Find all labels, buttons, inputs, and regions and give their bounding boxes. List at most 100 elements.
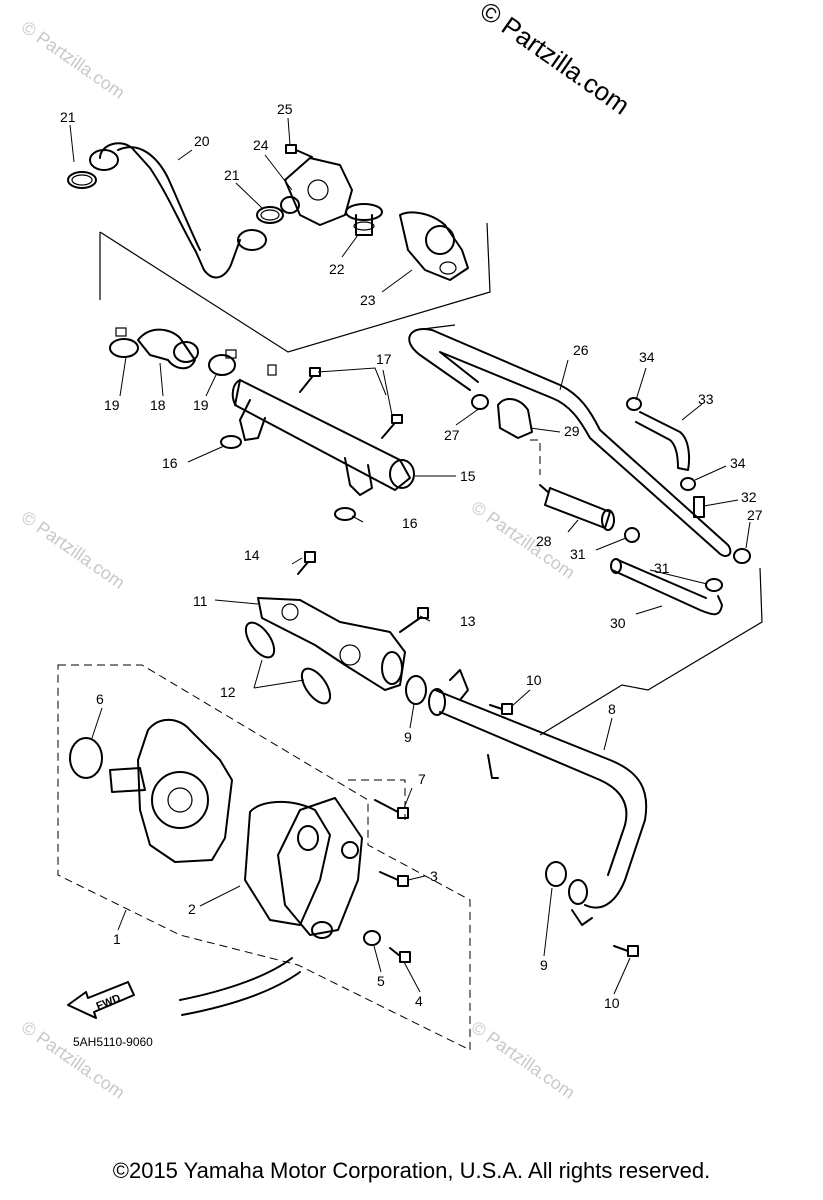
hose-clamp-19-right: [208, 349, 237, 376]
callout-27: 27: [747, 507, 763, 523]
callout-9: 9: [540, 957, 548, 973]
callout-30: 30: [610, 615, 626, 631]
o-ring-12-upper: [244, 621, 276, 659]
o-ring-16-upper: [220, 435, 242, 449]
callout-18: 18: [150, 397, 166, 413]
bolt-10-upper: [489, 703, 513, 715]
thermostat-22: [345, 203, 383, 236]
hose-18: [137, 328, 199, 370]
fwd-label: FWD: [95, 992, 123, 1013]
callout-17: 17: [376, 351, 392, 367]
bolt-17-upper: [299, 367, 321, 393]
bolt-17-lower: [381, 414, 403, 439]
callout-13: 13: [460, 613, 476, 629]
callout-7: 7: [418, 771, 426, 787]
callout-11: 11: [193, 593, 208, 609]
callout-3: 3: [430, 868, 438, 884]
callout-29: 29: [564, 423, 580, 439]
watermark: © Partzilla.com: [18, 17, 129, 103]
callout-6: 6: [96, 691, 104, 707]
callout-14: 14: [244, 547, 260, 563]
washer-5: [363, 930, 381, 946]
group-outlines: [57, 222, 763, 1051]
callout-23: 23: [360, 292, 376, 308]
callout-26: 26: [573, 342, 589, 358]
callout-12: 12: [220, 684, 236, 700]
bracket-29: [497, 398, 533, 439]
callouts: 21 20 21 24 25 22 23 19 18 19 17 16 15 1…: [60, 101, 763, 1011]
water-pump-housing: [109, 718, 233, 863]
hose-bottom: [179, 957, 301, 1016]
gasket-2: [244, 800, 331, 926]
leader-lines: [69, 117, 751, 995]
bolt-10-lower: [613, 945, 639, 957]
callout-34: 34: [639, 349, 655, 365]
hose-clamp-19-left: [109, 327, 139, 358]
callout-5: 5: [377, 973, 385, 989]
hose-33: [635, 411, 690, 471]
copyright-notice: ©2015 Yamaha Motor Corporation, U.S.A. A…: [112, 1158, 711, 1183]
callout-16: 16: [402, 515, 418, 531]
callout-21: 21: [224, 167, 240, 183]
callout-20: 20: [194, 133, 210, 149]
thermostat-group-outline: [99, 222, 491, 353]
callout-16: 16: [162, 455, 178, 471]
watermark: © Partzilla.com: [18, 507, 129, 593]
o-ring-9-upper: [405, 675, 427, 705]
clamp-31-lower: [705, 578, 723, 592]
diagram-code: 5AH5110-9060: [73, 1035, 153, 1049]
thermostat-cover-24: [280, 157, 353, 226]
o-ring-16-lower: [334, 507, 356, 521]
callout-9: 9: [404, 729, 412, 745]
callout-31: 31: [570, 546, 586, 562]
water-pump-group-outline: [57, 664, 471, 1051]
upper-hose-20: [89, 142, 267, 279]
watermark: © Partzilla.com: [18, 1017, 129, 1103]
hose-clamp-21-left: [67, 171, 97, 189]
callout-2: 2: [188, 901, 196, 917]
callout-22: 22: [329, 261, 345, 277]
watermark: © Partzilla.com: [468, 1017, 579, 1103]
callout-19: 19: [104, 397, 120, 413]
callout-27: 27: [444, 427, 460, 443]
callout-10: 10: [526, 672, 542, 688]
callout-25: 25: [277, 101, 293, 117]
callout-1: 1: [113, 931, 121, 947]
clamp-27-left: [471, 394, 489, 410]
callout-31: 31: [654, 560, 670, 576]
return-pipe-outline: [539, 567, 763, 736]
hose-clamp-21-right: [256, 206, 284, 224]
callout-19: 19: [193, 397, 209, 413]
o-ring-6: [69, 737, 103, 779]
watermark: © Partzilla.com: [468, 497, 579, 583]
bolt-4: [389, 947, 411, 963]
water-pump-cover: [277, 797, 363, 939]
brand-watermark: © Partzilla.com: [475, 0, 636, 120]
clamp-34-upper: [626, 397, 642, 411]
fitting-32: [693, 496, 705, 518]
o-ring-9-lower: [545, 861, 567, 887]
water-pipe-15: [231, 364, 415, 496]
joint-11: [257, 597, 406, 691]
callout-28: 28: [536, 533, 552, 549]
clamp-31-upper: [624, 527, 640, 543]
callout-21: 21: [60, 109, 76, 125]
fwd-arrow: FWD: [67, 981, 135, 1019]
o-ring-12-lower: [300, 667, 332, 705]
callout-34: 34: [730, 455, 746, 471]
clamp-34-lower: [680, 477, 696, 491]
callout-32: 32: [741, 489, 757, 505]
bolt-13: [399, 607, 429, 633]
thermostat-housing-23: [399, 211, 469, 281]
callout-15: 15: [460, 468, 476, 484]
hose-30: [610, 558, 723, 616]
callout-4: 4: [415, 993, 423, 1009]
callout-33: 33: [698, 391, 714, 407]
water-pipe-8: [428, 669, 648, 926]
bolt-14: [297, 551, 316, 575]
callout-8: 8: [608, 701, 616, 717]
bolt-25: [285, 144, 313, 158]
clamp-27-right: [733, 548, 751, 564]
bolt-3: [379, 871, 409, 887]
